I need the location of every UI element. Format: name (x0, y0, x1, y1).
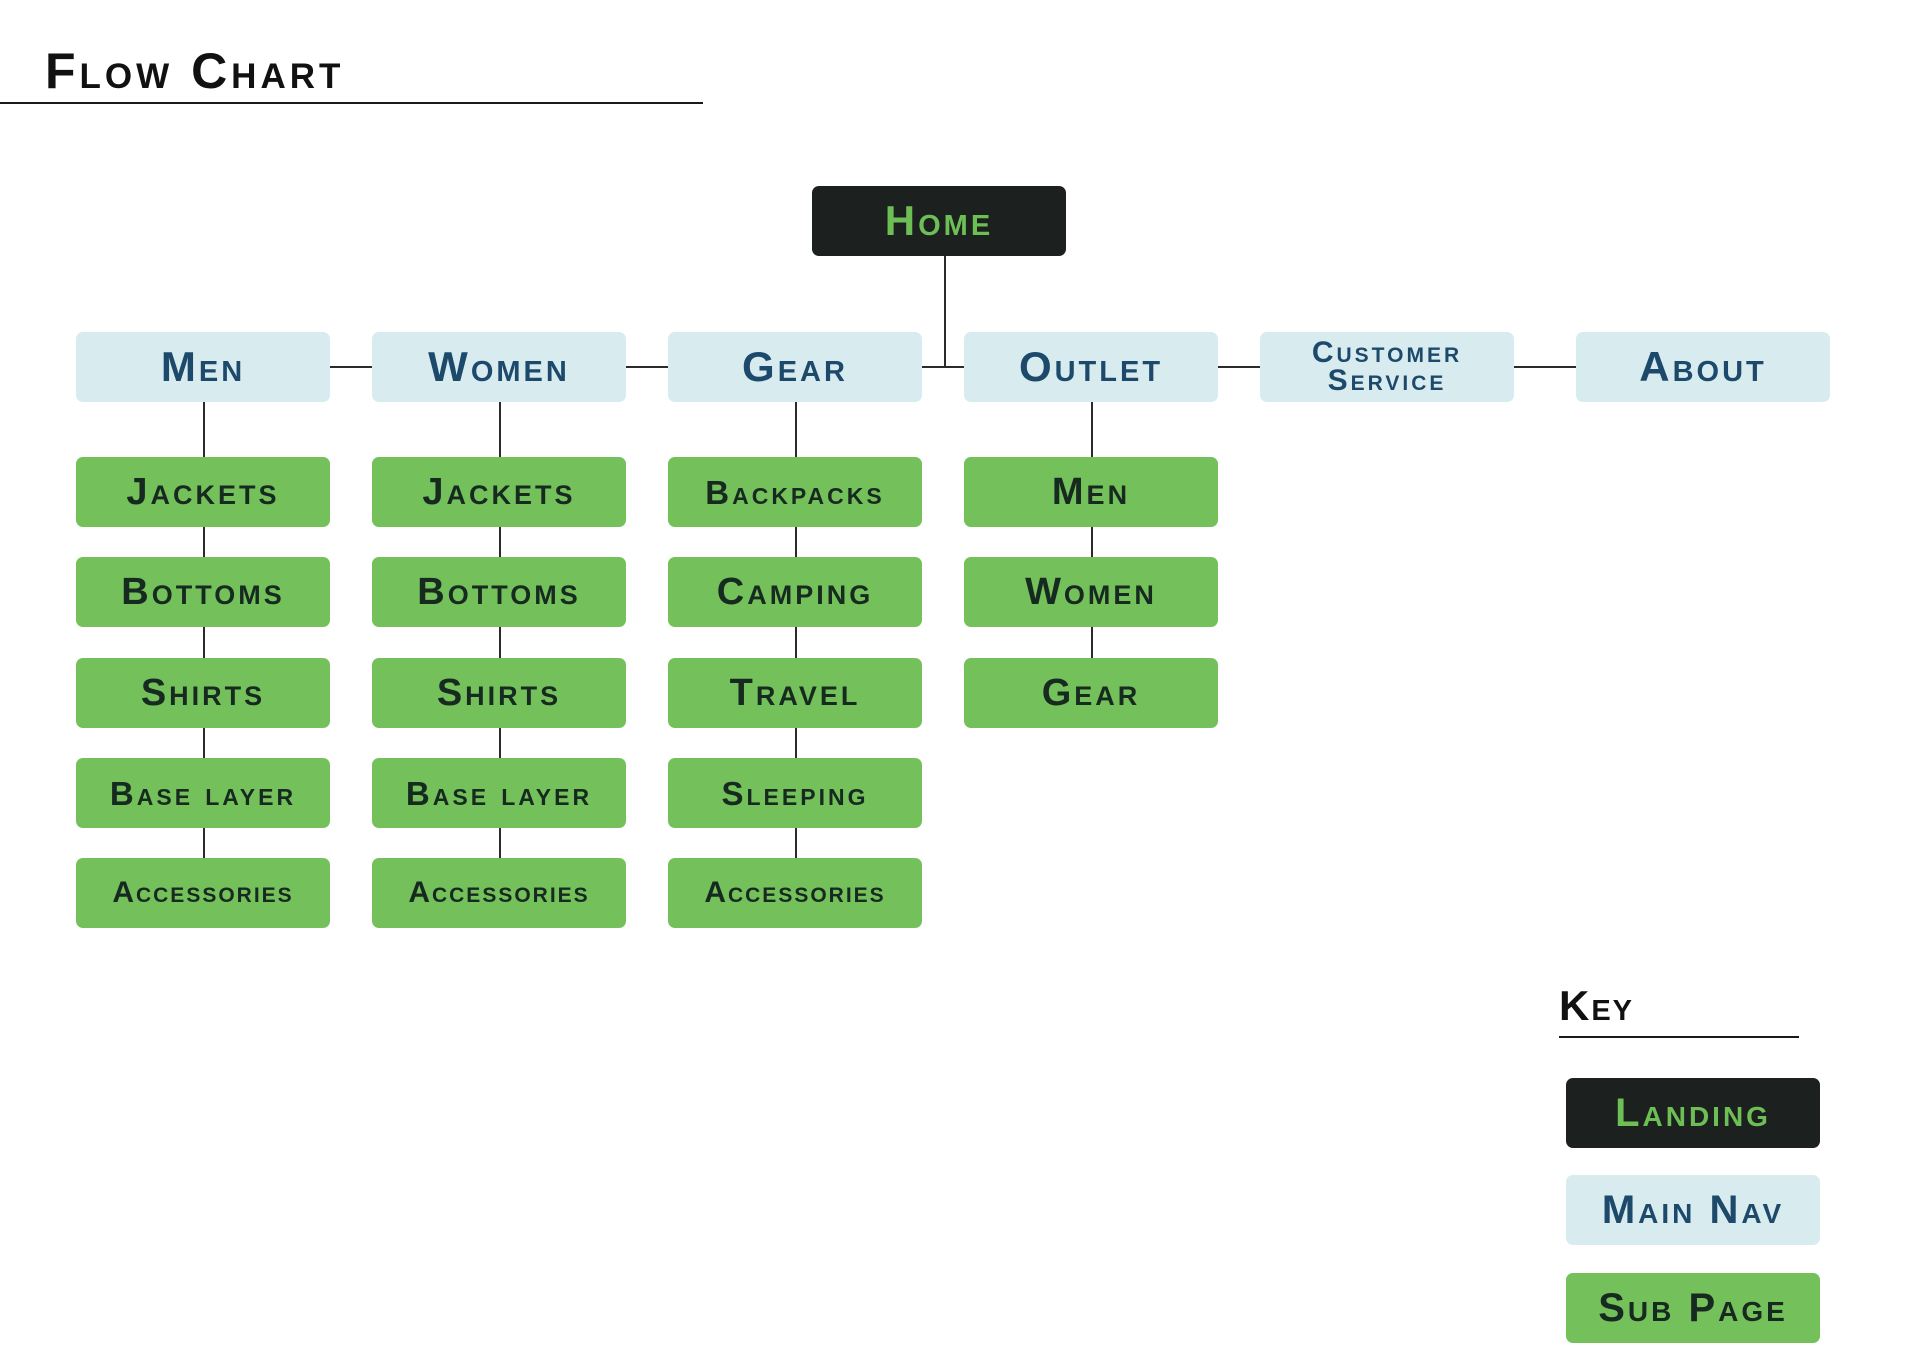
node-men-shirts: Shirts (76, 658, 330, 728)
key-item-sub-page: Sub Page (1566, 1273, 1820, 1343)
connector-home-down (944, 255, 946, 367)
node-men-accessories: Accessories (76, 858, 330, 928)
connector-women-column (499, 402, 501, 860)
node-nav-outlet: Outlet (964, 332, 1218, 402)
node-men-jackets: Jackets (76, 457, 330, 527)
connector-men-column (203, 402, 205, 860)
key-underline (1559, 1036, 1799, 1038)
key-title: Key (1559, 982, 1635, 1029)
title-underline (0, 102, 703, 104)
node-nav-about: About (1576, 332, 1830, 402)
node-gear-sleeping: Sleeping (668, 758, 922, 828)
connector-nav-bar-left (330, 366, 1594, 368)
node-nav-customer-service-line-1: Customer (1311, 335, 1463, 369)
key-item-main-nav: Main Nav (1566, 1175, 1820, 1245)
connector-gear-column (795, 402, 797, 860)
node-nav-customer-service: Customer Service (1260, 332, 1514, 402)
node-outlet-gear: Gear (964, 658, 1218, 728)
node-gear-accessories: Accessories (668, 858, 922, 928)
node-women-shirts: Shirts (372, 658, 626, 728)
node-nav-customer-service-line-2: Service (1327, 364, 1447, 397)
node-nav-gear: Gear (668, 332, 922, 402)
node-outlet-women: Women (964, 557, 1218, 627)
node-outlet-men: Men (964, 457, 1218, 527)
node-gear-travel: Travel (668, 658, 922, 728)
page-title: Flow Chart (45, 43, 345, 99)
connector-outlet-column (1091, 402, 1093, 660)
node-men-bottoms: Bottoms (76, 557, 330, 627)
node-women-jackets: Jackets (372, 457, 626, 527)
key-item-landing: Landing (1566, 1078, 1820, 1148)
node-women-accessories: Accessories (372, 858, 626, 928)
node-gear-camping: Camping (668, 557, 922, 627)
node-nav-men: Men (76, 332, 330, 402)
node-women-bottoms: Bottoms (372, 557, 626, 627)
node-nav-women: Women (372, 332, 626, 402)
node-men-base-layer: Base layer (76, 758, 330, 828)
node-women-base-layer: Base layer (372, 758, 626, 828)
node-gear-backpacks: Backpacks (668, 457, 922, 527)
node-home: Home (812, 186, 1066, 256)
